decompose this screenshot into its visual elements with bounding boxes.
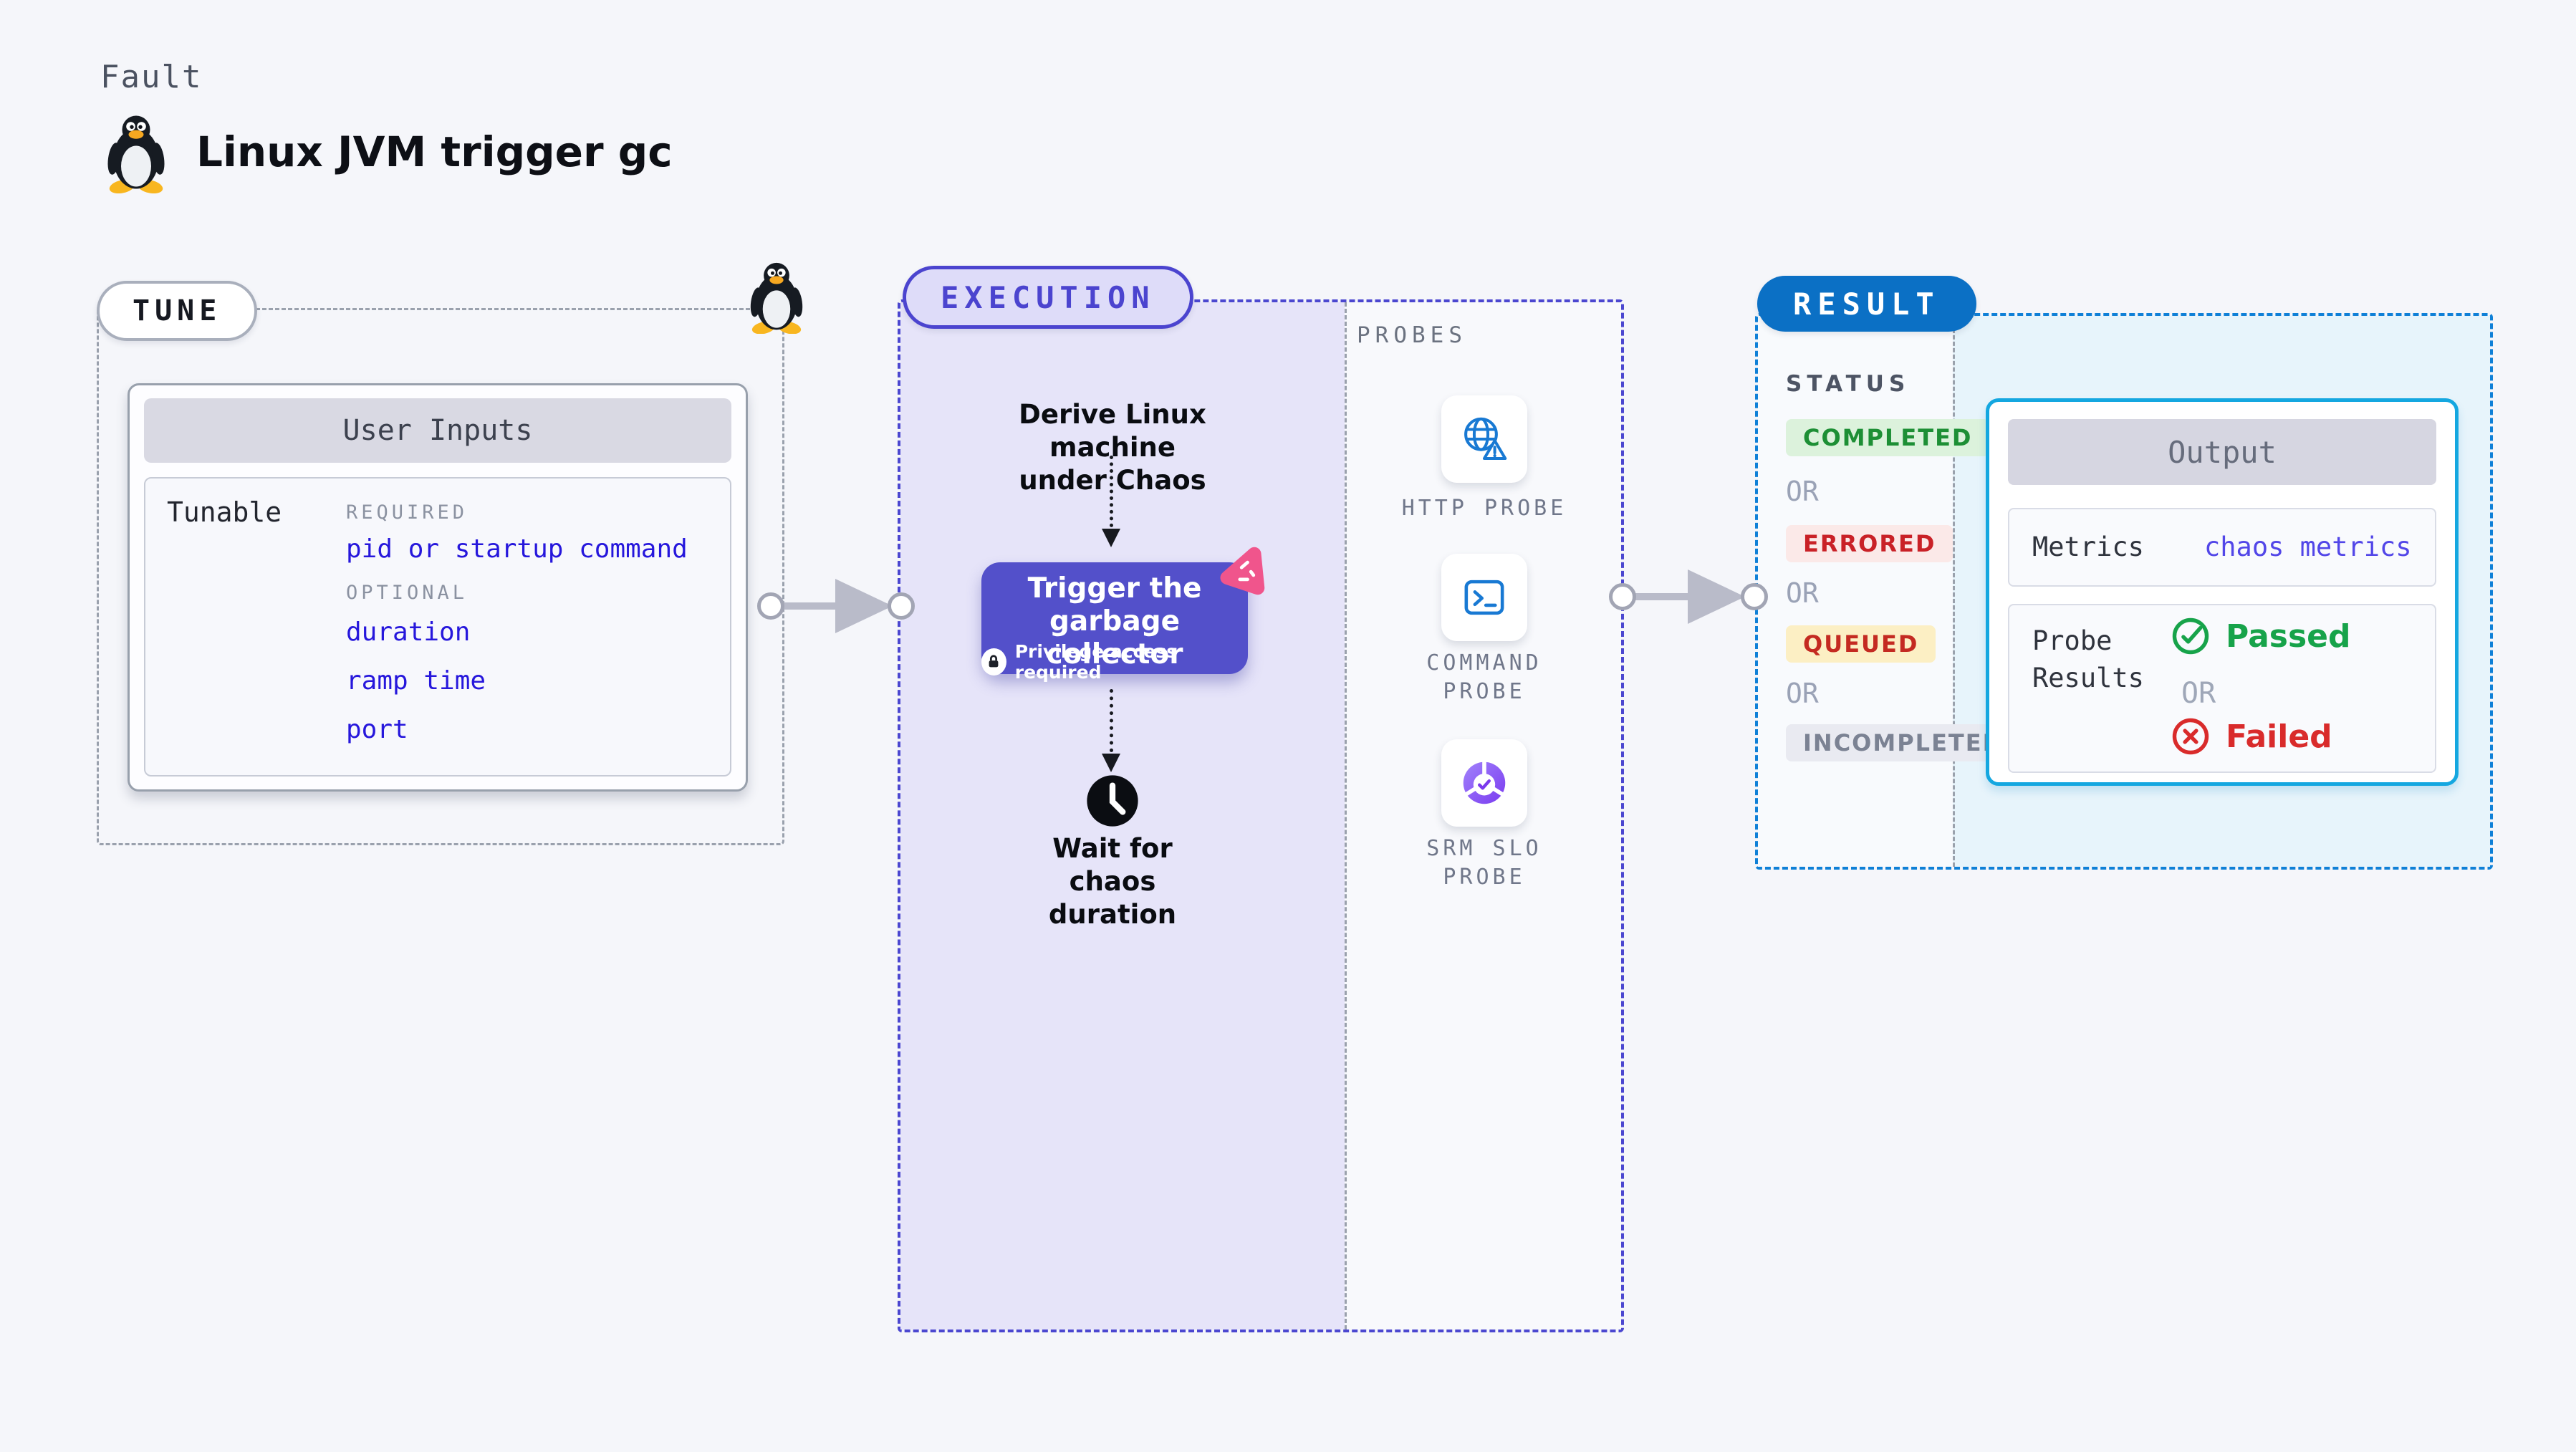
probes-label: PROBES — [1357, 322, 1467, 348]
optional-label: OPTIONAL — [346, 582, 468, 604]
required-label: REQUIRED — [346, 501, 468, 524]
action-line2: garbage collector — [1046, 605, 1183, 670]
or-separator: OR — [1786, 577, 1819, 609]
tune-to-execution-arrowhead — [835, 579, 893, 633]
lock-icon — [981, 648, 1006, 675]
output-header: Output — [2008, 419, 2436, 485]
probe-label-line: SRM SLO — [1426, 836, 1542, 861]
tunable-label: Tunable — [167, 496, 282, 528]
input-port[interactable]: port — [346, 715, 408, 744]
status-label: STATUS — [1786, 371, 1911, 397]
flow-dotted-connector-2 — [1110, 689, 1113, 752]
execution-to-result-connector — [1633, 593, 1711, 600]
action-line1: Trigger the — [1027, 572, 1202, 605]
tunable-panel: Tunable REQUIRED pid or startup command … — [144, 477, 731, 777]
input-ramp-time[interactable]: ramp time — [346, 666, 486, 696]
flow-dotted-connector-1 — [1110, 456, 1113, 527]
page-title: Linux JVM trigger gc — [196, 128, 673, 176]
srm-slo-probe-card[interactable] — [1441, 739, 1527, 827]
tux-penguin-icon — [107, 115, 165, 193]
http-probe-label: HTTP PROBE — [1384, 494, 1585, 523]
connector-start-port — [1609, 583, 1636, 610]
tune-section-box — [97, 308, 784, 845]
input-pid-or-startup-command[interactable]: pid or startup command — [346, 534, 688, 564]
command-probe-label: COMMAND PROBE — [1384, 649, 1585, 706]
user-inputs-header: User Inputs — [144, 398, 731, 463]
privilege-note: Privilege access required — [1014, 641, 1178, 683]
input-duration[interactable]: duration — [346, 617, 471, 647]
status-output-divider — [1953, 316, 1955, 867]
x-circle-icon — [2172, 718, 2209, 755]
execution-to-result-arrowhead — [1688, 569, 1745, 624]
chaos-pinwheel-icon — [1220, 547, 1265, 595]
status-badge-completed: COMPLETED — [1786, 419, 1990, 456]
chaos-metrics-link[interactable]: chaos metrics — [2204, 532, 2412, 562]
fault-kicker: Fault — [100, 59, 203, 95]
check-circle-icon — [2172, 617, 2209, 655]
passed-verdict: Passed — [2171, 617, 2350, 655]
probe-results-row: Probe Results Passed OR Failed — [2008, 604, 2436, 773]
execution-probes-divider — [1345, 302, 1347, 1330]
probe-results-label: Probe Results — [2032, 625, 2144, 693]
probe-label-line: PROBE — [1443, 679, 1526, 704]
user-inputs-card: User Inputs Tunable REQUIRED pid or star… — [128, 383, 748, 792]
trigger-gc-node[interactable]: Trigger the garbage collector Privilege … — [981, 547, 1265, 683]
srm-slo-probe-label: SRM SLO PROBE — [1384, 835, 1585, 892]
output-card: Output Metrics chaos metrics Probe Resul… — [1986, 398, 2459, 786]
derive-step-line1: Derive Linux machine — [1019, 399, 1206, 463]
wait-step: Wait for chaos duration — [1009, 832, 1216, 931]
probe-label-line: PROBE — [1443, 865, 1526, 890]
metrics-label: Metrics — [2032, 532, 2144, 562]
flow-arrowhead-1 — [1102, 529, 1120, 547]
globe-alert-icon — [1464, 417, 1507, 461]
connector-end-port — [1741, 583, 1768, 610]
or-separator: OR — [2181, 677, 2216, 710]
status-badge-incompleted: INCOMPLETED — [1786, 724, 2021, 761]
http-probe-card[interactable] — [1441, 395, 1527, 483]
wait-step-line2: duration — [1048, 899, 1177, 930]
or-separator: OR — [1786, 678, 1819, 709]
tune-badge: TUNE — [97, 281, 258, 341]
connector-end-port — [888, 592, 915, 620]
clock-icon — [1087, 775, 1138, 827]
or-separator: OR — [1786, 476, 1819, 507]
command-probe-card[interactable] — [1441, 554, 1527, 641]
wait-step-line1: Wait for chaos — [1052, 833, 1173, 897]
probe-label-line: HTTP PROBE — [1401, 496, 1567, 521]
metrics-row: Metrics chaos metrics — [2008, 508, 2436, 587]
passed-label: Passed — [2226, 617, 2351, 655]
terminal-icon — [1464, 580, 1504, 615]
execution-badge: EXECUTION — [903, 266, 1193, 329]
derive-step: Derive Linux machine under Chaos — [969, 398, 1256, 497]
status-badge-errored: ERRORED — [1786, 525, 1953, 562]
failed-verdict: Failed — [2171, 717, 2332, 756]
status-lane-fill — [1758, 316, 1953, 867]
result-badge: RESULT — [1757, 276, 1976, 332]
flow-arrowhead-2 — [1102, 754, 1120, 772]
status-badge-queued: QUEUED — [1786, 625, 1936, 663]
probe-label-line: COMMAND — [1426, 650, 1542, 675]
failed-label: Failed — [2226, 718, 2332, 755]
tune-to-execution-connector — [781, 602, 860, 610]
slo-donut-icon — [1463, 760, 1506, 804]
tux-penguin-small-icon — [750, 262, 803, 334]
connector-start-port — [757, 592, 784, 620]
